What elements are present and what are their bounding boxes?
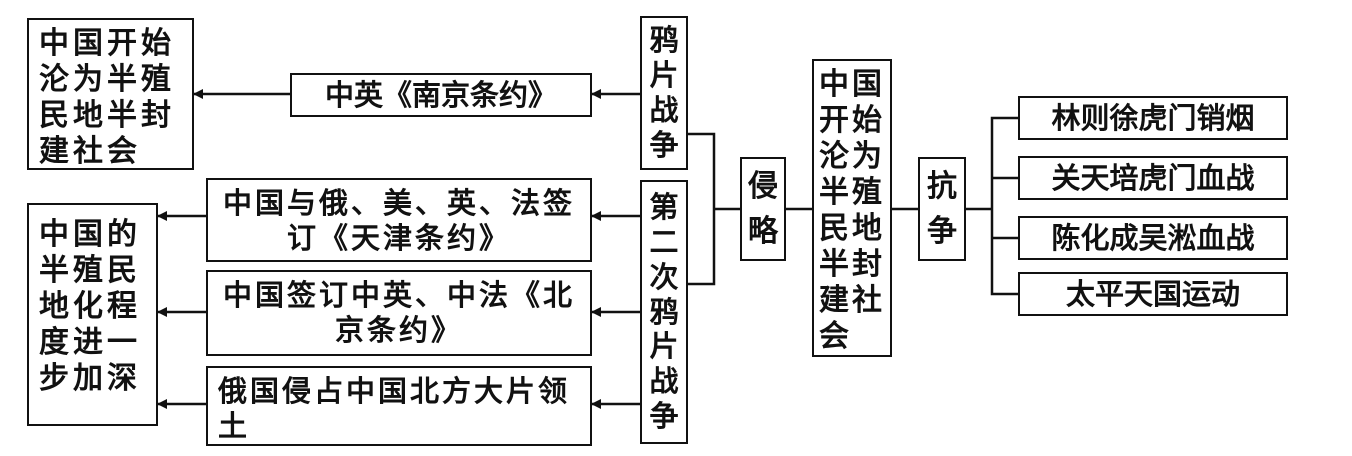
beijing-treaty-box: 中国签订中英、中法《北京条约》	[206, 270, 592, 356]
result-box-bottom: 中国的半殖民地化程度进一步加深	[27, 203, 158, 426]
resist-item-2: 关天培虎门血战	[1018, 156, 1288, 200]
resist-item-1: 林则徐虎门销烟	[1018, 96, 1288, 140]
nanjing-treaty-text: 中英《南京条约》	[324, 77, 557, 112]
opium-war-box: 鸦片战争	[640, 16, 688, 170]
nanjing-treaty-box: 中英《南京条约》	[290, 73, 592, 117]
bracket-wars	[688, 132, 716, 286]
result-box-top-text: 中国开始沦为半殖民地半封建社会	[39, 26, 175, 169]
tree-trunk	[990, 116, 1018, 296]
resist-item-2-text: 关天培虎门血战	[1051, 160, 1255, 195]
result-box-top: 中国开始沦为半殖民地半封建社会	[27, 18, 194, 170]
resistance-text: 抗争	[927, 169, 957, 249]
resist-item-4-text: 太平天国运动	[1065, 276, 1240, 311]
tianjin-treaty-text: 中国与俄、美、英、法签订《天津条约》	[222, 186, 575, 255]
resistance-box: 抗争	[918, 157, 966, 261]
tianjin-treaty-box: 中国与俄、美、英、法签订《天津条约》	[206, 178, 592, 262]
invasion-box: 侵略	[740, 157, 786, 261]
center-result-box: 中国开始沦为半殖民地半封建社会	[812, 59, 892, 357]
resist-item-1-text: 林则徐虎门销烟	[1051, 100, 1255, 135]
invasion-text: 侵略	[748, 169, 778, 249]
beijing-treaty-text: 中国签订中英、中法《北京条约》	[222, 278, 575, 347]
resist-item-3: 陈化成吴淞血战	[1018, 216, 1288, 260]
resist-item-4: 太平天国运动	[1018, 272, 1288, 316]
russia-land-text: 俄国侵占中国北方大片领土	[218, 374, 571, 443]
result-box-bottom-text: 中国的半殖民地化程度进一步加深	[39, 217, 141, 396]
russia-land-box: 俄国侵占中国北方大片领土	[206, 366, 592, 446]
opium-war-text: 鸦片战争	[649, 23, 679, 162]
resist-item-3-text: 陈化成吴淞血战	[1051, 220, 1255, 255]
second-opium-war-text: 第二次鸦片战争	[649, 190, 679, 433]
second-opium-war-box: 第二次鸦片战争	[640, 180, 688, 444]
center-result-text: 中国开始沦为半殖民地半封建社会	[819, 67, 885, 354]
